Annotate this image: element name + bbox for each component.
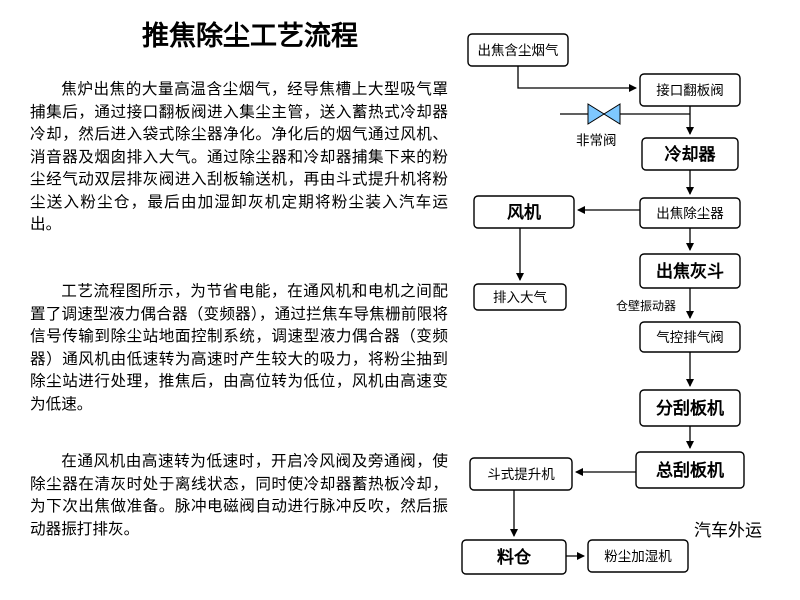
paragraph-process-description: 焦炉出焦的大量高温含尘烟气，经导焦槽上大型吸气罩捕集后，通过接口翻板阀进入集尘主… [30,80,448,233]
label-bucket-elevator: 斗式提升机 [487,467,555,483]
box-cooler [641,137,739,171]
box-fan [473,195,575,229]
label-pneumatic-valve: 气控排气阀 [656,330,724,346]
box-ash-hopper [639,253,741,289]
paragraph-cleaning: 在通风机由高速转为低速时，开启冷风阀及旁通阀，使除尘器在清灰时处于离线状态，同时… [30,452,448,538]
label-sub-scraper: 分刮板机 [656,398,724,419]
label-truck-out: 汽车外运 [694,521,762,541]
label-flap-valve: 接口翻板阀 [656,82,724,99]
box-pneumatic-valve [639,321,741,353]
label-wall-vibrator: 仓壁振动器 [616,298,676,313]
label-to-atmosphere: 排入大气 [493,290,547,306]
arrow-smoke-to-flap [517,66,637,92]
label-humidifier: 粉尘加湿机 [604,549,672,565]
box-main-scraper [635,451,745,489]
box-to-atmosphere [473,283,567,311]
box-dust-collector [639,197,741,229]
label-dust-collector: 出焦除尘器 [656,206,724,222]
emergency-valve-label: 非常阀 [576,133,617,149]
box-bucket-elevator [469,457,573,491]
valve-icon [587,103,621,125]
box-flap-valve [639,73,741,107]
box-smoke-in [467,33,569,67]
box-humidifier [587,539,689,573]
label-smoke-in: 出焦含尘烟气 [478,43,559,59]
page-title: 推焦除尘工艺流程 [142,21,358,52]
paragraph-energy-saving: 工艺流程图所示，为节省电能，在通风机和电机之间配置了调速型液力偶合器（变频器），… [30,282,448,413]
label-ash-hopper: 出焦灰斗 [656,261,724,282]
label-cooler: 冷却器 [665,144,717,165]
box-silo [461,539,567,575]
label-silo: 料仓 [497,547,532,568]
label-fan: 风机 [507,202,541,223]
flow-connectors [510,66,694,560]
label-main-scraper: 总刮板机 [656,460,724,481]
box-sub-scraper [639,389,741,427]
